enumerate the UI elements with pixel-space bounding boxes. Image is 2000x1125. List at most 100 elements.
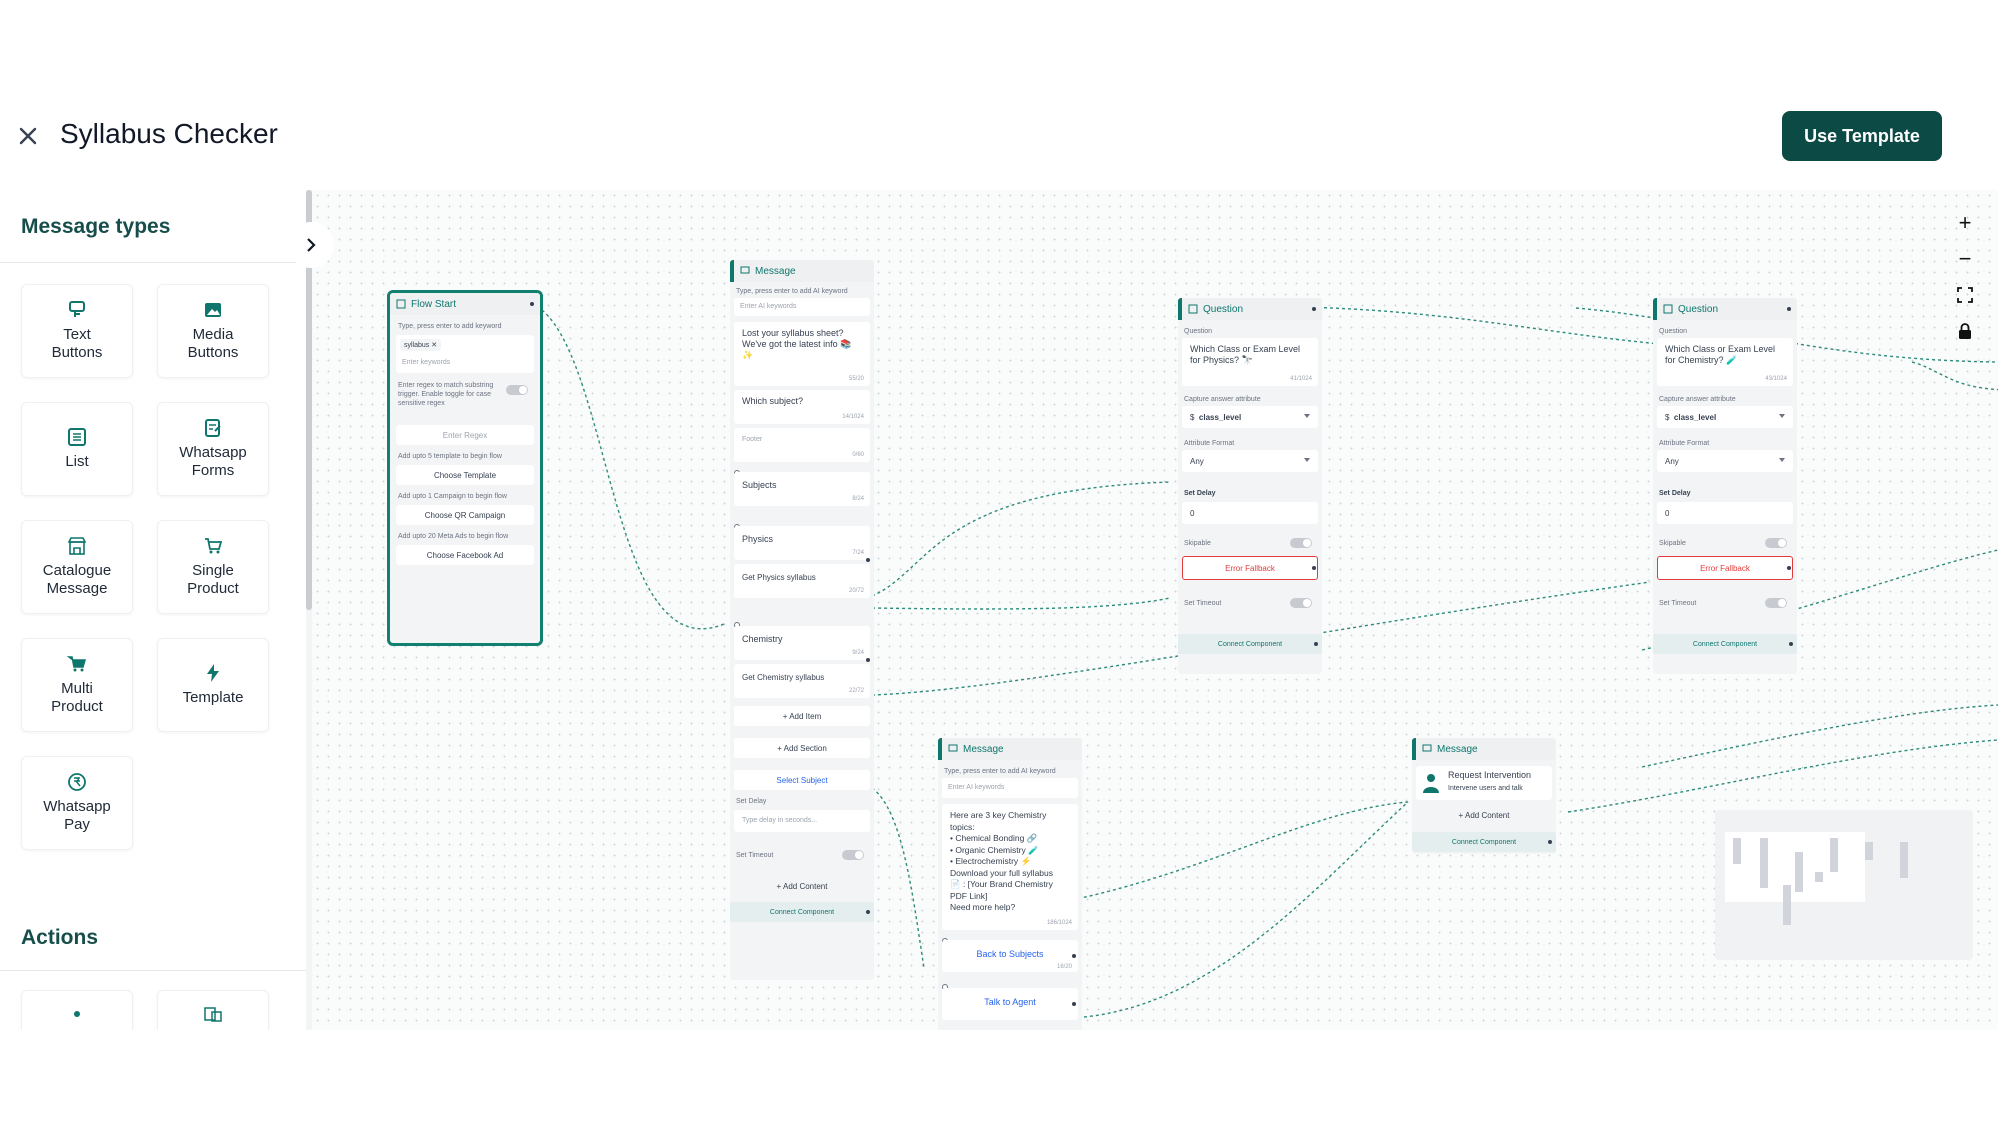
connect-component-button[interactable]: Connect Component bbox=[1412, 832, 1556, 852]
delay-input[interactable]: 0 bbox=[1182, 502, 1318, 524]
regex-input[interactable]: Enter Regex bbox=[396, 425, 534, 445]
tile-template[interactable]: Template bbox=[157, 638, 269, 732]
fit-view-button[interactable] bbox=[1948, 278, 1982, 312]
connect-component-button[interactable]: Connect Component bbox=[1178, 634, 1322, 654]
footer-input[interactable]: Footer 0/60 bbox=[734, 428, 870, 462]
question-input[interactable]: Which Class or Exam Level for Chemistry?… bbox=[1657, 338, 1793, 386]
message-agent-node[interactable]: Message Request Intervention Intervene u… bbox=[1412, 738, 1556, 854]
handle[interactable] bbox=[530, 302, 534, 306]
ai-keyword-input[interactable]: Enter AI keywords bbox=[734, 298, 870, 316]
tile-action-1[interactable] bbox=[21, 990, 133, 1030]
attribute-select[interactable]: $ class_level bbox=[1657, 406, 1793, 428]
chip-remove-icon[interactable]: ✕ bbox=[431, 342, 438, 349]
attribute-select[interactable]: $ class_level bbox=[1182, 406, 1318, 428]
tile-single-product[interactable]: Single Product bbox=[157, 520, 269, 614]
body-line: 📄 : [Your Brand Chemistry bbox=[950, 879, 1053, 889]
add-item-button[interactable]: + Add Item bbox=[734, 706, 870, 726]
format-select[interactable]: Any bbox=[1657, 450, 1793, 472]
timeout-toggle[interactable] bbox=[1765, 598, 1787, 608]
delay-input[interactable]: 0 bbox=[1657, 502, 1793, 524]
collapse-sidebar-button[interactable] bbox=[288, 222, 334, 268]
node-header: Flow Start bbox=[390, 293, 540, 315]
item-physics-desc[interactable]: Get Physics syllabus 20/72 bbox=[734, 564, 870, 598]
tile-action-2[interactable] bbox=[157, 990, 269, 1030]
button-back-to-subjects[interactable]: Back to Subjects 16/20 bbox=[942, 940, 1078, 972]
tile-text-buttons[interactable]: Text Buttons bbox=[21, 284, 133, 378]
body-input[interactable]: Lost your syllabus sheet? We've got the … bbox=[734, 322, 870, 386]
item-physics-title[interactable]: Physics 7/24 bbox=[734, 526, 870, 560]
message-list-node[interactable]: Message Type, press enter to add AI keyw… bbox=[730, 260, 874, 980]
tile-list[interactable]: List bbox=[21, 402, 133, 496]
choose-campaign-button[interactable]: Choose QR Campaign bbox=[396, 505, 534, 525]
format-select[interactable]: Any bbox=[1182, 450, 1318, 472]
button-out-handle[interactable] bbox=[1072, 1002, 1076, 1006]
question-physics-node[interactable]: Question Question Which Class or Exam Le… bbox=[1178, 298, 1322, 674]
item-chemistry-handle[interactable] bbox=[866, 658, 870, 662]
tile-catalogue-message[interactable]: Catalogue Message bbox=[21, 520, 133, 614]
item-physics-handle[interactable] bbox=[866, 558, 870, 562]
tile-whatsapp-forms[interactable]: Whatsapp Forms bbox=[157, 402, 269, 496]
question-input[interactable]: Which Class or Exam Level for Physics? 🔭… bbox=[1182, 338, 1318, 386]
message-types-heading: Message types bbox=[21, 215, 171, 238]
body-input[interactable]: Here are 3 key Chemistry topics: • Chemi… bbox=[942, 804, 1078, 930]
button-out-handle[interactable] bbox=[1072, 954, 1076, 958]
button-talk-to-agent[interactable]: Talk to Agent bbox=[942, 988, 1078, 1020]
catalogue-icon bbox=[67, 537, 87, 555]
connect-component-button[interactable]: Connect Component bbox=[730, 902, 874, 922]
timeout-toggle[interactable] bbox=[842, 850, 864, 860]
tile-multi-product[interactable]: Multi Product bbox=[21, 638, 133, 732]
error-fallback-button[interactable]: Error Fallback bbox=[1182, 556, 1318, 580]
tile-label: Catalogue Message bbox=[42, 562, 112, 597]
tile-whatsapp-pay[interactable]: Whatsapp Pay bbox=[21, 756, 133, 850]
ai-keyword-input[interactable]: Enter AI keywords bbox=[942, 778, 1078, 798]
question-chemistry-node[interactable]: Question Question Which Class or Exam Le… bbox=[1653, 298, 1797, 674]
add-content-button[interactable]: + Add Content bbox=[776, 881, 828, 891]
delay-input[interactable]: Type delay in seconds... bbox=[734, 810, 870, 832]
tile-label: Template bbox=[182, 689, 244, 706]
connect-handle[interactable] bbox=[1548, 840, 1552, 844]
keyword-hint: Type, press enter to add keyword bbox=[398, 323, 502, 330]
choose-facebook-ad-button[interactable]: Choose Facebook Ad bbox=[396, 545, 534, 565]
zoom-in-button[interactable]: + bbox=[1958, 210, 1972, 235]
connect-handle[interactable] bbox=[866, 910, 870, 914]
timeout-toggle[interactable] bbox=[1290, 598, 1312, 608]
item-chemistry-title[interactable]: Chemistry 9/24 bbox=[734, 626, 870, 660]
header-input[interactable]: Which subject? 14/1024 bbox=[734, 390, 870, 424]
char-count: 186/1024 bbox=[1046, 920, 1072, 926]
skippable-toggle[interactable] bbox=[1290, 538, 1312, 548]
request-intervention-action[interactable]: Request Intervention Intervene users and… bbox=[1416, 766, 1552, 800]
lock-button[interactable] bbox=[1948, 314, 1982, 348]
zoom-out-button[interactable]: − bbox=[1958, 246, 1972, 271]
connect-handle[interactable] bbox=[1789, 642, 1793, 646]
item-chemistry-desc[interactable]: Get Chemistry syllabus 22/72 bbox=[734, 664, 870, 698]
flow-canvas[interactable]: + − Flow Start Type, press enter to add … bbox=[312, 190, 1998, 1030]
error-fallback-handle[interactable] bbox=[1787, 566, 1791, 570]
capture-label: Capture answer attribute bbox=[1184, 396, 1261, 403]
skippable-toggle[interactable] bbox=[1765, 538, 1787, 548]
close-icon[interactable] bbox=[16, 124, 40, 148]
connect-handle[interactable] bbox=[1314, 642, 1318, 646]
connect-component-button[interactable]: Connect Component bbox=[1653, 634, 1797, 654]
char-count: 14/1024 bbox=[842, 414, 864, 420]
regex-case-toggle[interactable] bbox=[506, 385, 528, 395]
select-subject-button[interactable]: Select Subject bbox=[734, 770, 870, 790]
button-label: Back to Subjects bbox=[976, 949, 1044, 959]
message-chemistry-node[interactable]: Message Type, press enter to add AI keyw… bbox=[938, 738, 1082, 1030]
flow-start-node[interactable]: Flow Start Type, press enter to add keyw… bbox=[387, 290, 543, 646]
error-fallback-button[interactable]: Error Fallback bbox=[1657, 556, 1793, 580]
use-template-button[interactable]: Use Template bbox=[1782, 111, 1942, 161]
handle[interactable] bbox=[1787, 307, 1791, 311]
capture-label: Capture answer attribute bbox=[1659, 396, 1736, 403]
tile-media-buttons[interactable]: Media Buttons bbox=[157, 284, 269, 378]
handle[interactable] bbox=[1312, 307, 1316, 311]
minimap[interactable] bbox=[1715, 810, 1973, 960]
choose-template-button[interactable]: Choose Template bbox=[396, 465, 534, 485]
keyword-input[interactable]: syllabus ✕ Enter keywords bbox=[396, 335, 534, 373]
add-section-button[interactable]: + Add Section bbox=[734, 738, 870, 758]
sidebar-scrollbar[interactable] bbox=[306, 190, 312, 610]
error-fallback-handle[interactable] bbox=[1312, 566, 1316, 570]
add-content-button[interactable]: + Add Content bbox=[1458, 810, 1510, 820]
chevron-down-icon bbox=[1304, 414, 1310, 418]
node-title: Message bbox=[755, 265, 796, 277]
section-title-input[interactable]: Subjects 8/24 bbox=[734, 472, 870, 506]
